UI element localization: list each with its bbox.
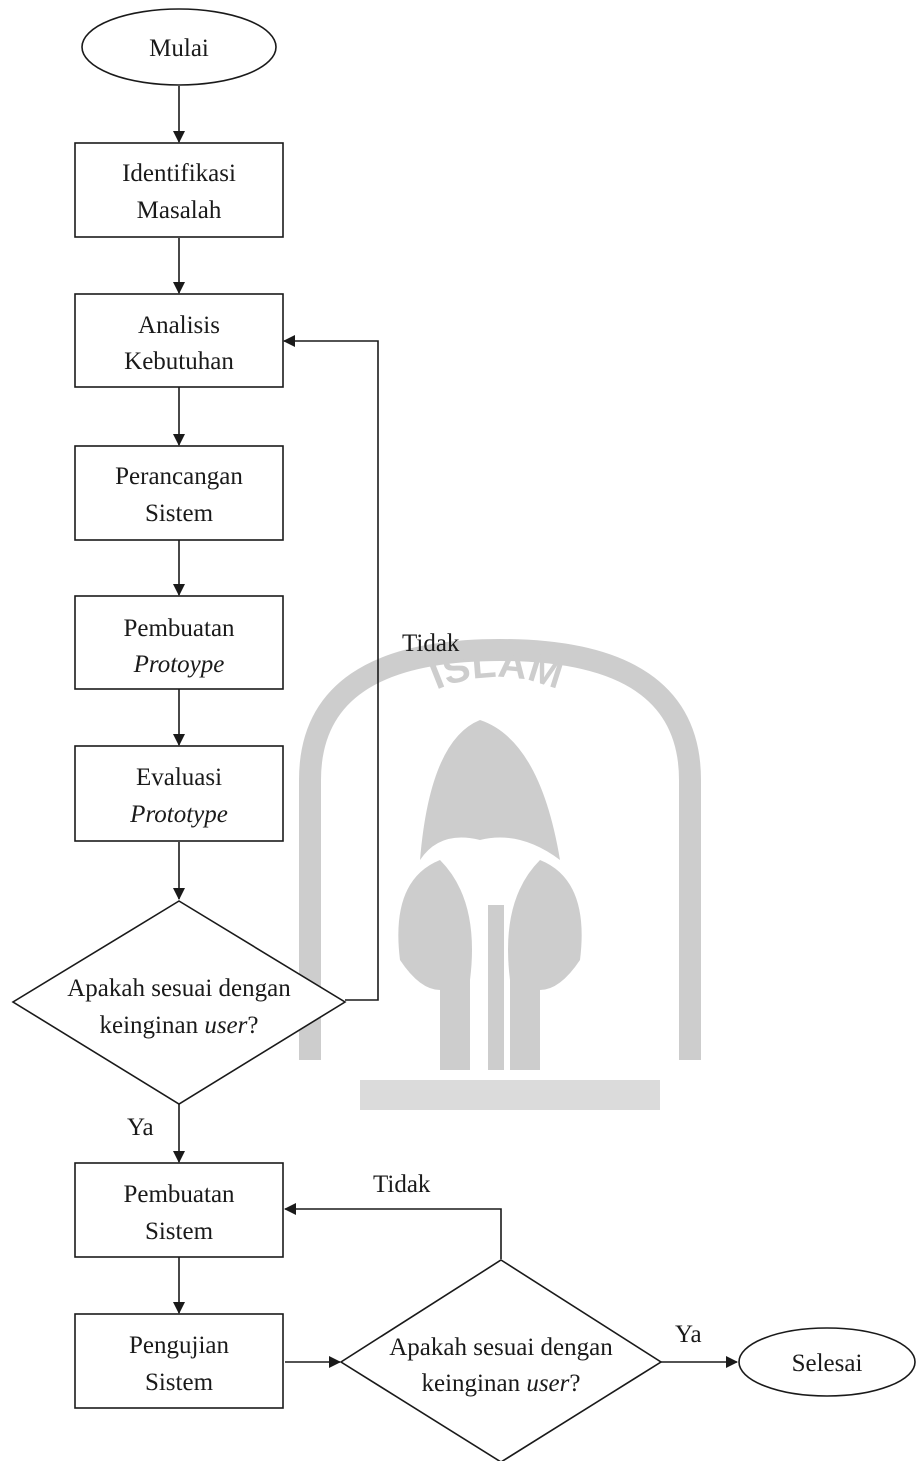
edge-label-d2-no: Tidak <box>373 1171 431 1198</box>
identifikasi-line1: Identifikasi <box>122 160 236 187</box>
university-seal-watermark: ISLAM <box>299 638 701 1110</box>
end-label: Selesai <box>792 1350 863 1377</box>
start-node[interactable]: Mulai <box>81 8 277 86</box>
decision2-line1: Apakah sesuai dengan <box>389 1334 613 1361</box>
process-identifikasi-masalah[interactable]: Identifikasi Masalah <box>74 142 284 238</box>
evaluasi-line2: Prototype <box>129 801 228 828</box>
identifikasi-line2: Masalah <box>137 197 222 224</box>
process-perancangan-sistem[interactable]: Perancangan Sistem <box>74 445 284 541</box>
perancangan-line2: Sistem <box>145 500 214 527</box>
pengujian-line2: Sistem <box>145 1369 214 1396</box>
start-label: Mulai <box>149 35 209 62</box>
pembuatan-sistem-line2: Sistem <box>145 1218 214 1245</box>
edge-label-d1-yes: Ya <box>127 1114 154 1141</box>
pembuatan-prototype-line1: Pembuatan <box>123 615 235 642</box>
decision-1[interactable]: Apakah sesuai dengan keinginan user? <box>11 900 347 1105</box>
edge-label-d2-yes: Ya <box>675 1321 702 1348</box>
decision1-line1: Apakah sesuai dengan <box>67 975 291 1002</box>
analisis-line2: Kebutuhan <box>124 348 234 375</box>
process-evaluasi-prototype[interactable]: Evaluasi Prototype <box>74 745 284 842</box>
process-pengujian-sistem[interactable]: Pengujian Sistem <box>74 1313 284 1409</box>
analisis-line1: Analisis <box>138 312 220 339</box>
pembuatan-sistem-line1: Pembuatan <box>123 1181 235 1208</box>
edge-decision1-no <box>283 335 379 1001</box>
edge-label-d1-no: Tidak <box>402 630 460 657</box>
pembuatan-prototype-line2: Protoype <box>133 651 225 678</box>
edges <box>173 86 738 1368</box>
evaluasi-line1: Evaluasi <box>136 764 222 791</box>
decision-2[interactable]: Apakah sesuai dengan keinginan user? <box>339 1259 663 1461</box>
decision2-line2: keinginan user? <box>421 1370 580 1397</box>
end-node[interactable]: Selesai <box>738 1327 916 1397</box>
pengujian-line1: Pengujian <box>129 1332 229 1359</box>
decision1-line2: keinginan user? <box>99 1012 258 1039</box>
process-analisis-kebutuhan[interactable]: Analisis Kebutuhan <box>74 293 284 388</box>
process-pembuatan-sistem[interactable]: Pembuatan Sistem <box>74 1162 284 1258</box>
perancangan-line1: Perancangan <box>115 463 243 490</box>
process-pembuatan-prototype[interactable]: Pembuatan Protoype <box>74 595 284 690</box>
edge-decision2-no <box>284 1203 502 1259</box>
